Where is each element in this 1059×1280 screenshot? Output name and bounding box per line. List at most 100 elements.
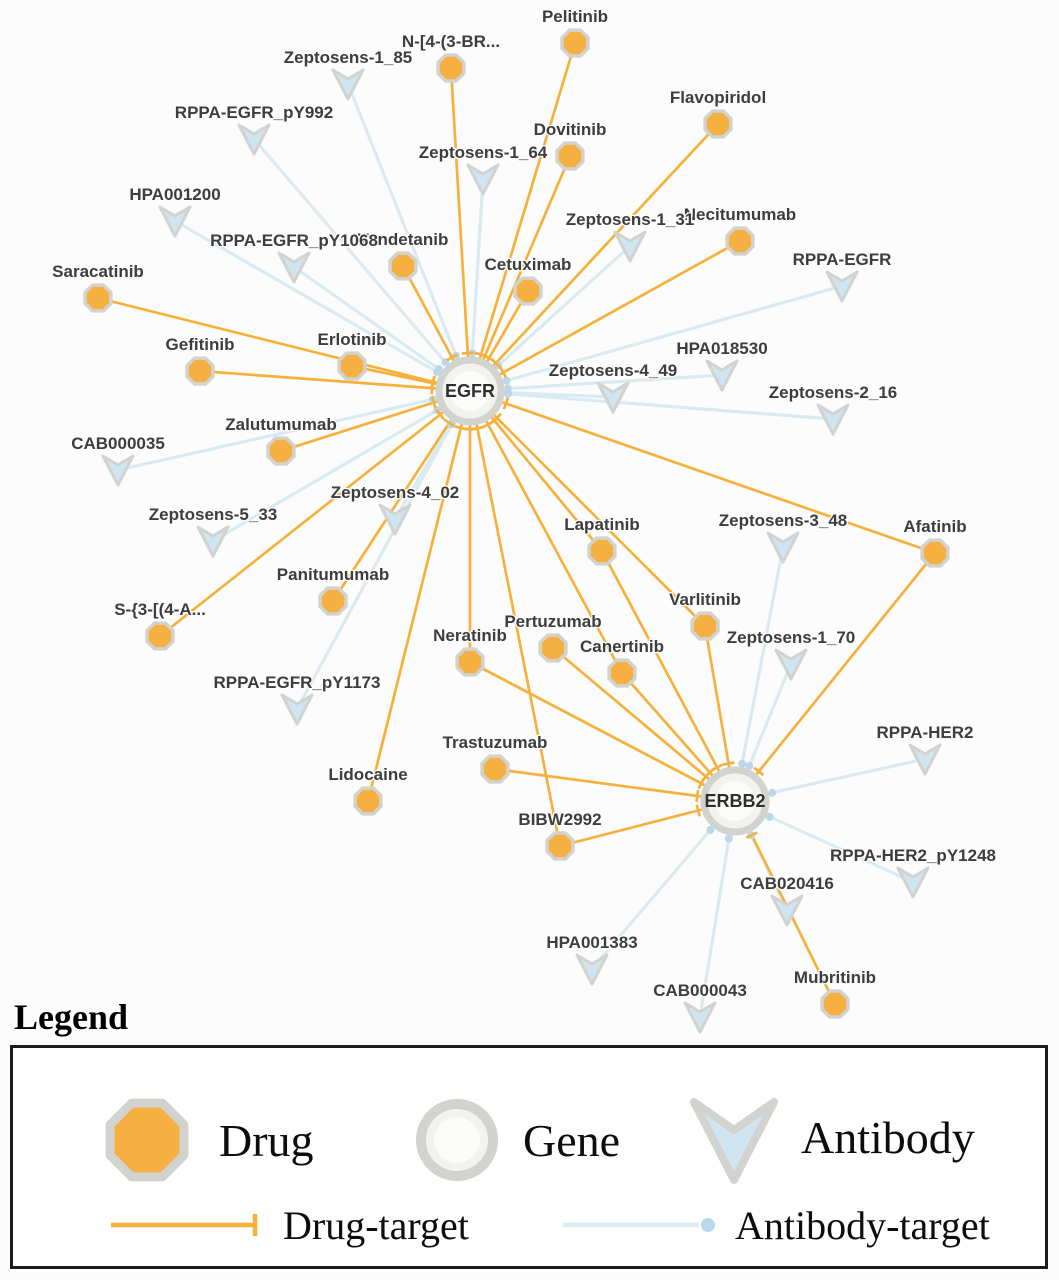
drug-octagon	[920, 538, 950, 568]
drug-node-s3-4a[interactable]	[145, 621, 175, 651]
drug-octagon	[703, 109, 733, 139]
antibody-node-rppa-egfr-py1173[interactable]	[280, 693, 314, 726]
antibody-node-zeptosens-4-49[interactable]	[596, 381, 630, 414]
antibody-node-rppa-her2[interactable]	[908, 743, 942, 776]
antibody-target-edge-rppa-egfr-egfr[interactable]	[469, 284, 843, 393]
drug-node-lapatinib[interactable]	[587, 536, 617, 566]
drug-target-edge-panitumumab-egfr[interactable]	[331, 390, 472, 602]
drug-target-edge-lidocaine-egfr[interactable]	[366, 390, 472, 802]
legend-antibody-label: Antibody	[801, 1111, 975, 1163]
drug-octagon	[337, 351, 367, 381]
antibody-node-zeptosens-4-02[interactable]	[378, 503, 412, 536]
antibody-target-edge-hpa018530-egfr[interactable]	[469, 373, 723, 393]
drug-target-edge-varlitinib-egfr[interactable]	[469, 390, 706, 627]
antibody-node-zeptosens-2-16[interactable]	[816, 403, 850, 436]
label-rppa-egfr: RPPA-EGFR	[793, 250, 892, 269]
antibody-node-hpa018530[interactable]	[705, 359, 739, 392]
drug-target-edge-canertinib-egfr[interactable]	[468, 390, 624, 674]
drug-target-edge-dovitinib-egfr[interactable]	[468, 155, 572, 392]
label-varlitinib: Varlitinib	[669, 590, 741, 609]
drug-octagon	[690, 611, 720, 641]
label-zeptosens-3-48: Zeptosens-3_48	[719, 511, 848, 530]
label-hpa001383: HPA001383	[546, 933, 637, 952]
drug-node-necitumumab[interactable]	[725, 226, 755, 256]
drug-node-saracatinib[interactable]	[83, 283, 113, 313]
drug-node-n4-3br[interactable]	[436, 53, 466, 83]
drug-target-edge-lapatinib-erbb2[interactable]	[600, 550, 737, 802]
drug-target-edge-afatinib-egfr[interactable]	[469, 389, 936, 555]
drug-target-edge-bibw2992-egfr[interactable]	[468, 390, 562, 847]
drug-node-varlitinib[interactable]	[690, 611, 720, 641]
antibody-node-zeptosens-5-33[interactable]	[196, 525, 230, 558]
antibody-node-rppa-egfr[interactable]	[825, 270, 859, 303]
drug-node-trastuzumab[interactable]	[480, 754, 510, 784]
antibody-target-edge-zeptosens-5-33-egfr[interactable]	[212, 389, 471, 543]
drug-target-edge-s3-4a-egfr[interactable]	[159, 389, 471, 638]
drug-octagon	[725, 226, 755, 256]
antibody-node-cab000035[interactable]	[101, 454, 135, 487]
antibody-target-edge-zeptosens-3-48-erbb2[interactable]	[733, 546, 785, 802]
drug-node-afatinib[interactable]	[920, 538, 950, 568]
label-layer: EGFRERBB2PelitinibN-[4-(3-BR...Dovitinib…	[51, 6, 997, 1002]
antibody-node-zeptosens-1-70[interactable]	[774, 648, 808, 681]
antibody-node-hpa001200[interactable]	[158, 205, 192, 238]
antibody-target-edge-rppa-egfr-py1173-egfr[interactable]	[295, 390, 472, 710]
drug-target-edge-saracatinib-egfr[interactable]	[97, 296, 471, 393]
label-cab000035: CAB000035	[71, 434, 165, 453]
drug-target-edge-gefitinib-egfr[interactable]	[199, 369, 471, 393]
antibody-target-edge-cab000035-egfr[interactable]	[117, 389, 471, 472]
antibody-vee	[575, 953, 609, 986]
antibody-node-rppa-egfr-py992[interactable]	[237, 123, 271, 156]
drug-node-panitumumab[interactable]	[318, 586, 348, 616]
antibody-target-edge-hpa001200-egfr[interactable]	[174, 219, 471, 393]
drug-target-edge-n4-3br-egfr[interactable]	[449, 67, 472, 392]
drug-target-edge-icon	[111, 1214, 258, 1236]
gene-node-erbb2[interactable]	[700, 766, 770, 836]
drug-target-edge-neratinib-erbb2[interactable]	[469, 660, 736, 803]
drug-target-edge-necitumumab-egfr[interactable]	[469, 239, 741, 393]
antibody-node-zeptosens-3-48[interactable]	[766, 531, 800, 564]
antibody-node-cab000043[interactable]	[683, 1001, 717, 1034]
label-gefitinib: Gefitinib	[166, 335, 235, 354]
drug-node-gefitinib[interactable]	[185, 356, 215, 386]
drug-target-edge-trastuzumab-erbb2[interactable]	[494, 767, 736, 803]
antibody-node-hpa001383[interactable]	[575, 953, 609, 986]
antibody-node-zeptosens-1-31[interactable]	[613, 230, 647, 263]
antibody-vee	[908, 743, 942, 776]
antibody-vee	[331, 68, 365, 101]
antibody-target-edge-zeptosens-1-85-egfr[interactable]	[346, 83, 472, 392]
drug-node-mubritinib[interactable]	[820, 989, 850, 1019]
antibody-node-zeptosens-1-85[interactable]	[331, 68, 365, 101]
drug-target-edge-pertuzumab-erbb2[interactable]	[552, 646, 736, 803]
antibody-node-zeptosens-1-64[interactable]	[466, 163, 500, 196]
drug-node-bibw2992[interactable]	[545, 831, 575, 861]
drug-node-zalutumumab[interactable]	[266, 436, 296, 466]
drug-target-edge-afatinib-erbb2[interactable]	[733, 552, 937, 802]
drug-target-edge-lapatinib-egfr[interactable]	[468, 390, 604, 552]
drug-node-flavopiridol[interactable]	[703, 109, 733, 139]
drug-node-pertuzumab[interactable]	[538, 633, 568, 663]
label-rppa-egfr-py1068: RPPA-EGFR_pY1068	[210, 231, 378, 250]
drug-node-erlotinib[interactable]	[337, 351, 367, 381]
dot-arrowhead	[724, 834, 733, 843]
drug-node-dovitinib[interactable]	[555, 141, 585, 171]
drug-target-edge-flavopiridol-egfr[interactable]	[469, 123, 719, 392]
drug-node-canertinib[interactable]	[607, 658, 637, 688]
drug-node-neratinib[interactable]	[455, 647, 485, 677]
antibody-node-rppa-egfr-py1068[interactable]	[277, 251, 311, 284]
drug-node-vandetanib[interactable]	[388, 251, 418, 281]
gene-node-egfr[interactable]	[435, 356, 505, 426]
antibody-node-cab020416[interactable]	[770, 894, 804, 927]
antibody-node-rppa-her2-py1248[interactable]	[896, 866, 930, 899]
antibody-target-edge-zeptosens-2-16-egfr[interactable]	[469, 389, 834, 421]
drug-node-cetuximab[interactable]	[513, 276, 543, 306]
drug-node-lidocaine[interactable]	[353, 786, 383, 816]
antibody-vee	[613, 230, 647, 263]
antibody-target-edge-rppa-egfr-py992-egfr[interactable]	[252, 137, 472, 393]
label-trastuzumab: Trastuzumab	[443, 733, 548, 752]
label-zeptosens-4-49: Zeptosens-4_49	[549, 361, 678, 380]
label-zeptosens-5-33: Zeptosens-5_33	[149, 505, 278, 524]
drug-target-edge-pelitinib-egfr[interactable]	[468, 42, 577, 392]
drug-node-pelitinib[interactable]	[560, 28, 590, 58]
